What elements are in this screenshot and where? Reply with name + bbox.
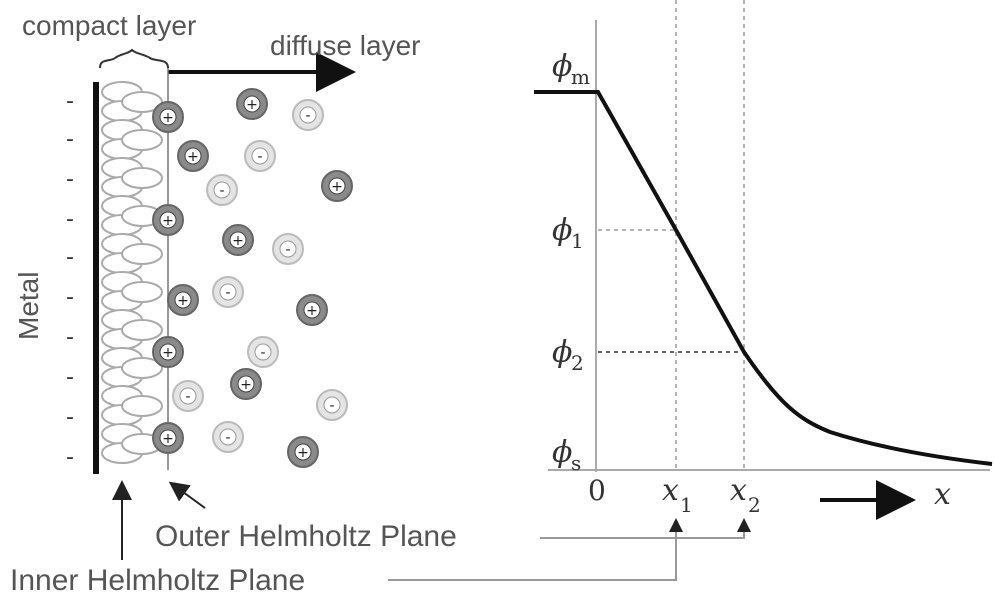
diffuse-layer-label: diffuse layer <box>270 30 420 61</box>
anion: - <box>247 336 279 368</box>
svg-text:x: x <box>662 473 679 508</box>
cation: + <box>296 294 328 326</box>
solvent-molecule <box>121 319 163 341</box>
svg-text:+: + <box>297 445 309 461</box>
svg-text:ϕ: ϕ <box>552 213 572 248</box>
svg-text:-: - <box>329 398 334 414</box>
compact-layer-brace <box>99 48 169 69</box>
svg-text:2: 2 <box>571 351 584 375</box>
metal-charge: - <box>66 325 74 350</box>
metal-charge: - <box>66 127 74 152</box>
ions: ++-+--+++-+-++-+--+-+ <box>152 88 353 468</box>
anion: - <box>172 380 204 412</box>
metal-charge: - <box>66 445 74 470</box>
anion: - <box>272 233 304 265</box>
cation: + <box>152 204 184 236</box>
solvent-molecule <box>121 129 163 151</box>
origin-label: 0 <box>588 474 606 507</box>
metal-charges: - - - - - - - - - - <box>66 89 74 470</box>
ohp-arrow <box>168 481 206 509</box>
svg-text:-: - <box>257 149 262 165</box>
metal-charge: - <box>66 89 74 114</box>
svg-text:x: x <box>730 473 747 508</box>
anion: - <box>244 140 276 172</box>
ohp-connector-head <box>737 518 751 532</box>
metal-charge: - <box>66 167 74 192</box>
cation: + <box>287 436 319 468</box>
ihp-connector-head <box>669 518 683 532</box>
compact-layer-label: compact layer <box>22 10 196 41</box>
svg-text:2: 2 <box>748 493 761 517</box>
x-axis-label: x <box>934 477 951 512</box>
solvent-molecule <box>121 357 163 379</box>
metal-charge: - <box>66 245 74 270</box>
cation: + <box>152 422 184 454</box>
anion: - <box>292 99 324 131</box>
cation: + <box>177 140 209 172</box>
x2-label: x 2 <box>730 473 761 517</box>
svg-text:+: + <box>187 149 199 165</box>
metal-charge: - <box>66 207 74 232</box>
svg-text:-: - <box>225 430 230 446</box>
anion: - <box>206 174 238 206</box>
phi-2-label: ϕ 2 <box>552 335 584 375</box>
phi-m-label: ϕ m <box>552 49 590 89</box>
svg-text:ϕ: ϕ <box>552 435 572 470</box>
svg-text:ϕ: ϕ <box>552 49 572 84</box>
svg-text:+: + <box>232 233 244 249</box>
solvent-molecule <box>121 395 163 417</box>
inner-helmholtz-label: Inner Helmholtz Plane <box>10 564 305 597</box>
x1-label: x 1 <box>662 473 693 517</box>
metal-charge: - <box>66 285 74 310</box>
solvent-molecule <box>121 281 163 303</box>
cation: + <box>236 88 268 120</box>
ohp-connector <box>540 530 745 539</box>
cation: + <box>222 224 254 256</box>
anion: - <box>212 276 244 308</box>
svg-text:ϕ: ϕ <box>552 335 572 370</box>
potential-curve <box>534 90 993 466</box>
cation: + <box>230 368 262 400</box>
phi-1-label: ϕ 1 <box>552 213 584 253</box>
solvent-molecules <box>101 81 163 464</box>
solvent-molecule <box>121 243 163 265</box>
solvent-molecule <box>121 167 163 189</box>
cation: + <box>152 101 184 133</box>
svg-text:1: 1 <box>571 229 584 253</box>
svg-text:+: + <box>162 431 174 447</box>
svg-text:+: + <box>306 303 318 319</box>
svg-text:+: + <box>177 293 189 309</box>
svg-text:-: - <box>219 183 224 199</box>
anion: - <box>212 421 244 453</box>
svg-text:1: 1 <box>680 493 693 517</box>
svg-text:-: - <box>305 108 310 124</box>
svg-text:+: + <box>162 213 174 229</box>
metal-label: Metal <box>13 272 44 340</box>
metal-charge: - <box>66 365 74 390</box>
svg-text:+: + <box>240 377 252 393</box>
ihp-connector <box>388 530 677 581</box>
phi-s-label: ϕ s <box>552 435 581 475</box>
cation: + <box>152 336 184 368</box>
outer-helmholtz-label: Outer Helmholtz Plane <box>155 520 457 553</box>
svg-text:+: + <box>162 110 174 126</box>
svg-text:+: + <box>246 97 258 113</box>
svg-text:m: m <box>571 65 590 89</box>
svg-text:+: + <box>331 179 343 195</box>
solvent-molecule <box>121 91 163 113</box>
svg-text:+: + <box>162 345 174 361</box>
svg-text:-: - <box>225 285 230 301</box>
cation: + <box>167 284 199 316</box>
svg-text:s: s <box>571 451 581 475</box>
cation: + <box>321 170 353 202</box>
svg-text:-: - <box>260 345 265 361</box>
metal-charge: - <box>66 405 74 430</box>
anion: - <box>316 389 348 421</box>
svg-text:-: - <box>185 389 190 405</box>
svg-text:-: - <box>285 242 290 258</box>
